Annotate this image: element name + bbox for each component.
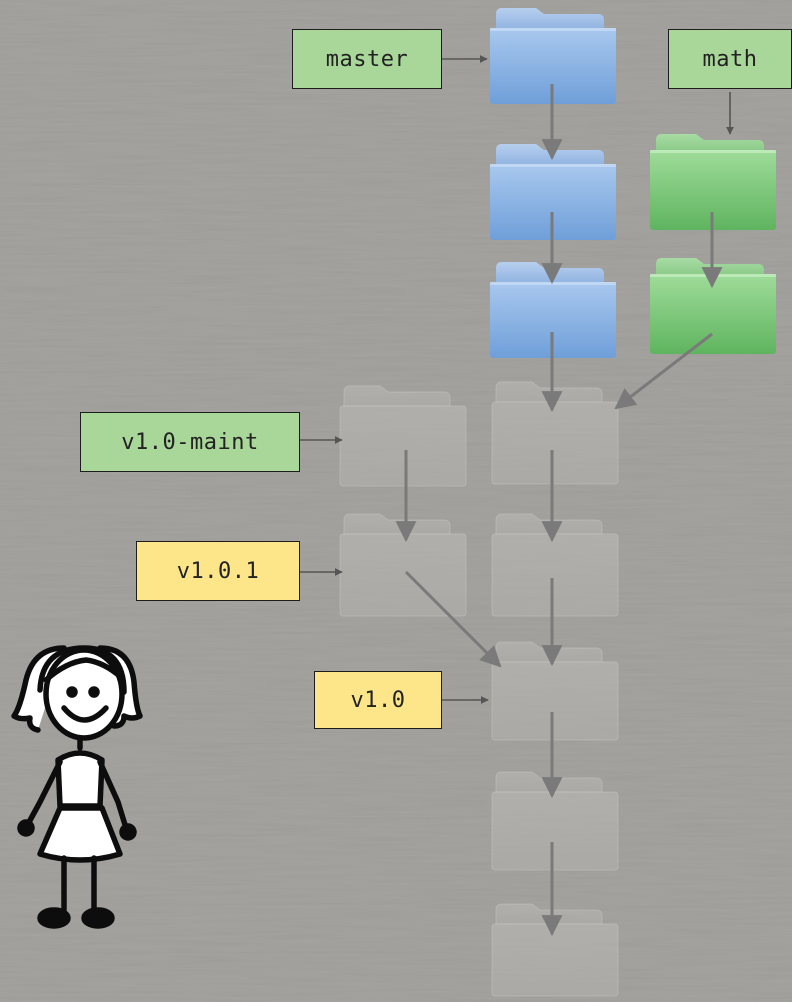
commit-folder-icon — [491, 903, 619, 997]
commit-folder-icon — [491, 381, 619, 485]
commit-folder-icon — [490, 8, 616, 104]
commit-folder-icon — [491, 513, 619, 617]
stick-figure-girl-icon — [11, 645, 143, 929]
branch-label-v1-0-maint: v1.0-maint — [80, 412, 300, 472]
commit-folder-icon — [491, 771, 619, 871]
commit-arrow — [614, 332, 713, 410]
tag-label-v1-0-1: v1.0.1 — [136, 541, 300, 601]
commit-folder-icon — [650, 134, 776, 230]
commit-folder-icon — [491, 641, 619, 741]
commit-arrow — [404, 570, 502, 668]
tag-label-v1-0: v1.0 — [314, 671, 442, 729]
branch-label-math: math — [668, 29, 792, 89]
commit-folder-icon — [339, 513, 467, 617]
branch-label-master: master — [292, 29, 442, 89]
commit-folder-icon — [339, 385, 467, 487]
